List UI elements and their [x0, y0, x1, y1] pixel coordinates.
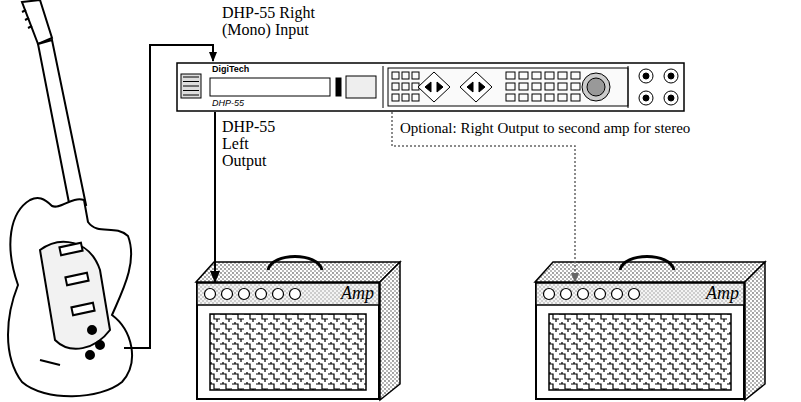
brand-name: DigiTech [212, 64, 249, 75]
connection-label: DHP-55 Left Output [222, 118, 284, 169]
amp-cabinet [535, 257, 765, 401]
model-name: DHP-55 [212, 98, 244, 109]
amp-cabinet [196, 257, 400, 401]
optional-cable [392, 112, 575, 282]
effects-processor-art [176, 62, 685, 112]
guitar-amp: Amp [535, 282, 745, 400]
connection-label: Optional: Right Output to second amp for… [400, 120, 690, 137]
signal-cable [214, 112, 216, 282]
effects-processor: DigiTechDHP-55 [176, 62, 685, 112]
amp-label: Amp [341, 283, 374, 303]
guitar [8, 0, 132, 396]
guitar-amp: Amp [196, 282, 380, 400]
amp-label: Amp [706, 283, 739, 303]
connection-label: DHP-55 Right (Mono) Input [222, 4, 322, 38]
